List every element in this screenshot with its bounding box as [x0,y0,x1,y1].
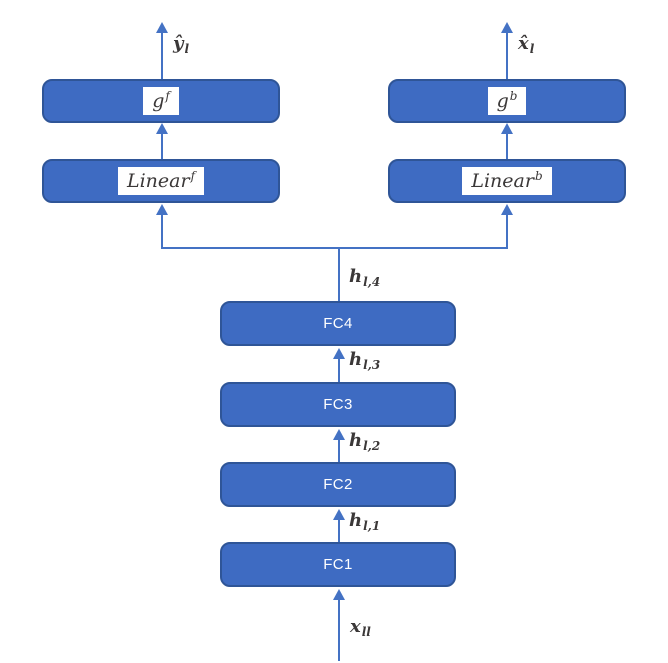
output-label-yhat: ŷl [173,34,189,56]
hidden-label-h3: hl,3 [349,350,380,372]
linear-forward-label: Linearf [117,166,205,196]
g-forward-label: gf [143,86,179,116]
arrowhead-linear-to-g-left-icon [156,123,168,134]
arrow-line-output-right [506,31,508,79]
g-forward-base: g [152,89,165,112]
g-backward-base: g [496,89,509,112]
hidden-label-h4: hl,4 [349,267,380,289]
hidden-label-h4-base: h [349,266,363,287]
fc4-box: FC4 [220,301,456,346]
linear-backward-box: Linearb [388,159,626,203]
fc1-label: FC1 [323,556,353,573]
fc2-box: FC2 [220,462,456,507]
branch-line-center-vertical [338,247,340,301]
hidden-label-h1: hl,1 [349,511,380,533]
arrowhead-output-left-icon [156,22,168,33]
arrowhead-branch-right-icon [501,204,513,215]
g-backward-sup: b [509,88,518,103]
hidden-label-h2-base: h [349,430,363,451]
input-label-x: xll [350,617,371,639]
linear-forward-base: Linear [126,169,190,192]
linear-backward-sup: b [534,168,543,183]
fc4-label: FC4 [323,315,353,332]
hidden-label-h1-base: h [349,510,363,531]
arrowhead-fc3-fc4-icon [333,348,345,359]
arrowhead-branch-left-icon [156,204,168,215]
linear-backward-label: Linearb [462,166,552,196]
input-label-x-base: x [350,616,361,637]
arrow-line-output-left [161,31,163,79]
arrow-line-fc3-fc4 [338,357,340,382]
arrow-line-fc2-fc3 [338,438,340,462]
g-forward-box: gf [42,79,280,123]
g-forward-sup: f [165,88,170,103]
branch-line-horizontal [161,247,508,249]
fc3-box: FC3 [220,382,456,427]
hidden-label-h3-base: h [349,349,363,370]
output-label-yhat-sub: l [184,42,190,56]
arrow-line-linear-to-g-left [161,132,163,159]
arrowhead-fc1-fc2-icon [333,509,345,520]
arrowhead-fc2-fc3-icon [333,429,345,440]
fc1-box: FC1 [220,542,456,587]
linear-forward-sup: f [190,168,196,183]
branch-line-left-vertical [161,213,163,249]
hidden-label-h3-sub: l,3 [363,358,381,372]
arrowhead-linear-to-g-right-icon [501,123,513,134]
arrowhead-input-icon [333,589,345,600]
output-label-xhat: x̂l [518,34,534,56]
arrow-line-input [338,598,340,661]
arrow-line-fc1-fc2 [338,518,340,542]
branch-line-right-vertical [506,213,508,249]
linear-forward-box: Linearf [42,159,280,203]
g-backward-label: gb [487,86,527,116]
fc2-label: FC2 [323,476,353,493]
hidden-label-h2-sub: l,2 [363,439,381,453]
output-label-yhat-base: ŷ [173,33,184,54]
g-backward-box: gb [388,79,626,123]
arrow-line-linear-to-g-right [506,132,508,159]
output-label-xhat-base: x̂ [518,33,529,54]
hidden-label-h1-sub: l,1 [363,519,381,533]
arrowhead-output-right-icon [501,22,513,33]
fc3-label: FC3 [323,396,353,413]
input-label-x-sub: ll [361,625,371,639]
hidden-label-h4-sub: l,4 [363,275,381,289]
linear-backward-base: Linear [471,169,534,192]
output-label-xhat-sub: l [529,42,535,56]
hidden-label-h2: hl,2 [349,431,380,453]
